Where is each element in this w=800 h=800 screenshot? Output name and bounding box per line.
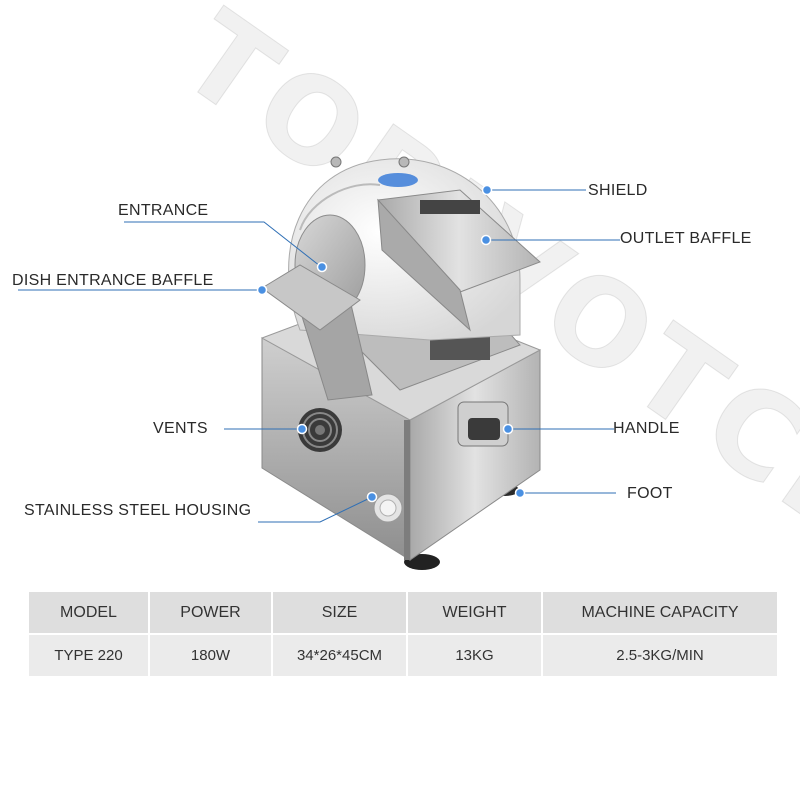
callout-entrance: ENTRANCE — [118, 202, 209, 219]
header-weight: WEIGHT — [408, 592, 541, 633]
callout-foot: FOOT — [627, 485, 673, 502]
table-row: TYPE 220 180W 34*26*45CM 13KG 2.5-3KG/MI… — [29, 635, 777, 676]
header-model: MODEL — [29, 592, 148, 633]
cell-model: TYPE 220 — [29, 635, 148, 676]
callout-dish-entrance-baffle: DISH ENTRANCE BAFFLE — [12, 272, 214, 289]
callout-handle: HANDLE — [613, 420, 680, 437]
dish-entrance-baffle-shape — [261, 264, 361, 331]
control-switch — [373, 493, 403, 523]
header-size: SIZE — [273, 592, 406, 633]
spec-table: MODEL POWER SIZE WEIGHT MACHINE CAPACITY… — [27, 590, 779, 678]
callout-outlet-baffle: OUTLET BAFFLE — [620, 230, 752, 247]
cell-power: 180W — [150, 635, 271, 676]
cell-size: 34*26*45CM — [273, 635, 406, 676]
side-handle — [457, 401, 509, 447]
outlet-baffle-shape — [376, 189, 541, 332]
cell-machine-capacity: 2.5-3KG/MIN — [543, 635, 777, 676]
callout-lines — [18, 189, 620, 523]
header-power: POWER — [150, 592, 271, 633]
spec-table-header-row: MODEL POWER SIZE WEIGHT MACHINE CAPACITY — [29, 592, 777, 633]
vegetable-cutter-machine-illustration — [18, 156, 620, 570]
cell-weight: 13KG — [408, 635, 541, 676]
callout-shield: SHIELD — [588, 182, 648, 199]
callout-dots — [256, 184, 526, 503]
callout-stainless-steel-housing: STAINLESS STEEL HOUSING — [24, 502, 252, 519]
callout-vents: VENTS — [153, 420, 208, 437]
header-machine-capacity: MACHINE CAPACITY — [543, 592, 777, 633]
